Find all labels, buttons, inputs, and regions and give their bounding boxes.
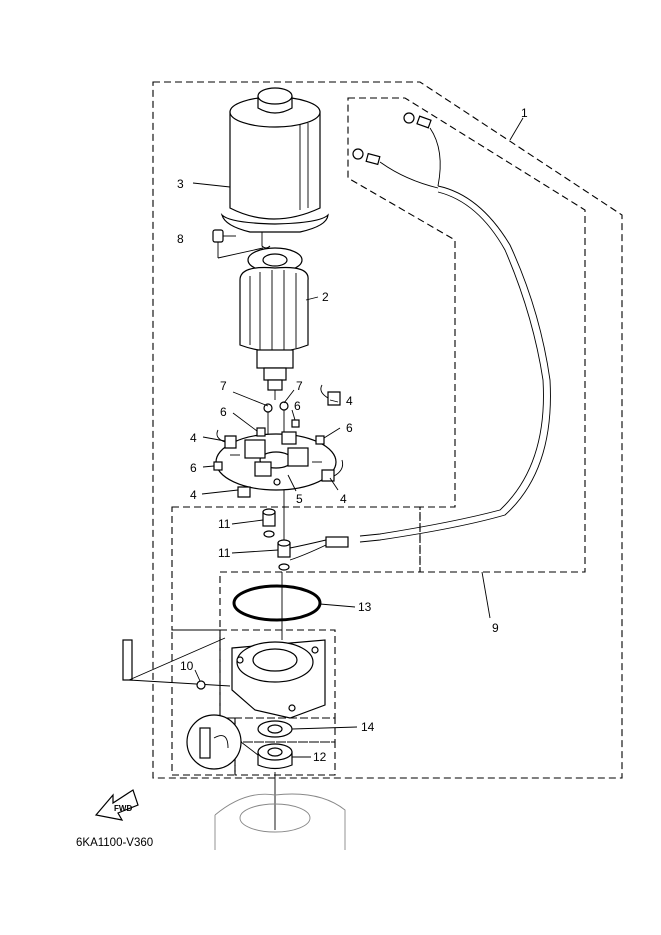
fwd-label: FWD — [114, 804, 132, 813]
outer-assembly-outline — [152, 81, 623, 779]
callout-4d: 4 — [190, 488, 197, 502]
callout-6a: 6 — [220, 405, 227, 419]
springs-6 — [213, 419, 325, 471]
bracket-outline — [219, 629, 336, 719]
lead-wire-assembly-outline — [347, 97, 586, 573]
callout-6d: 6 — [190, 461, 197, 475]
callout-6c: 6 — [346, 421, 353, 435]
leader-lines — [192, 117, 524, 758]
callout-4a: 4 — [346, 394, 353, 408]
callout-11a: 11 — [218, 517, 231, 531]
bearing-outline — [234, 741, 336, 776]
bearing — [257, 743, 293, 830]
detail-inset — [186, 714, 259, 770]
screw-8 — [212, 229, 264, 259]
forward-arrow-icon: FWD — [94, 789, 139, 821]
callout-12: 12 — [313, 750, 327, 764]
callout-13: 13 — [358, 600, 372, 614]
callout-8: 8 — [177, 232, 184, 246]
callout-numbers: 1 2 3 4 4 4 4 5 6 6 6 6 7 7 8 9 10 11 11… — [177, 106, 528, 764]
callout-4b: 4 — [190, 431, 197, 445]
lead-wire — [289, 112, 551, 561]
assembly-outline-group — [152, 81, 623, 779]
lower-housing-ghost — [214, 793, 346, 850]
nuts-11 — [262, 490, 291, 571]
callout-7a: 7 — [220, 379, 227, 393]
brush-holder-plate — [215, 431, 337, 491]
callout-14: 14 — [361, 720, 375, 734]
callout-11b: 11 — [218, 546, 231, 560]
armature — [239, 247, 309, 400]
callout-4c: 4 — [340, 492, 347, 506]
o-ring — [232, 572, 322, 640]
callout-7b: 7 — [296, 379, 303, 393]
callout-3: 3 — [177, 177, 184, 191]
callout-6b: 6 — [294, 399, 301, 413]
callout-9: 9 — [492, 621, 499, 635]
washer — [257, 720, 293, 738]
callout-1: 1 — [521, 106, 528, 120]
bracket — [122, 637, 326, 719]
callout-10: 10 — [180, 659, 194, 673]
callout-2: 2 — [322, 290, 329, 304]
drawing-code: 6KA1100-V360 — [76, 837, 153, 849]
yoke-housing — [220, 87, 329, 249]
callout-5: 5 — [296, 492, 303, 506]
